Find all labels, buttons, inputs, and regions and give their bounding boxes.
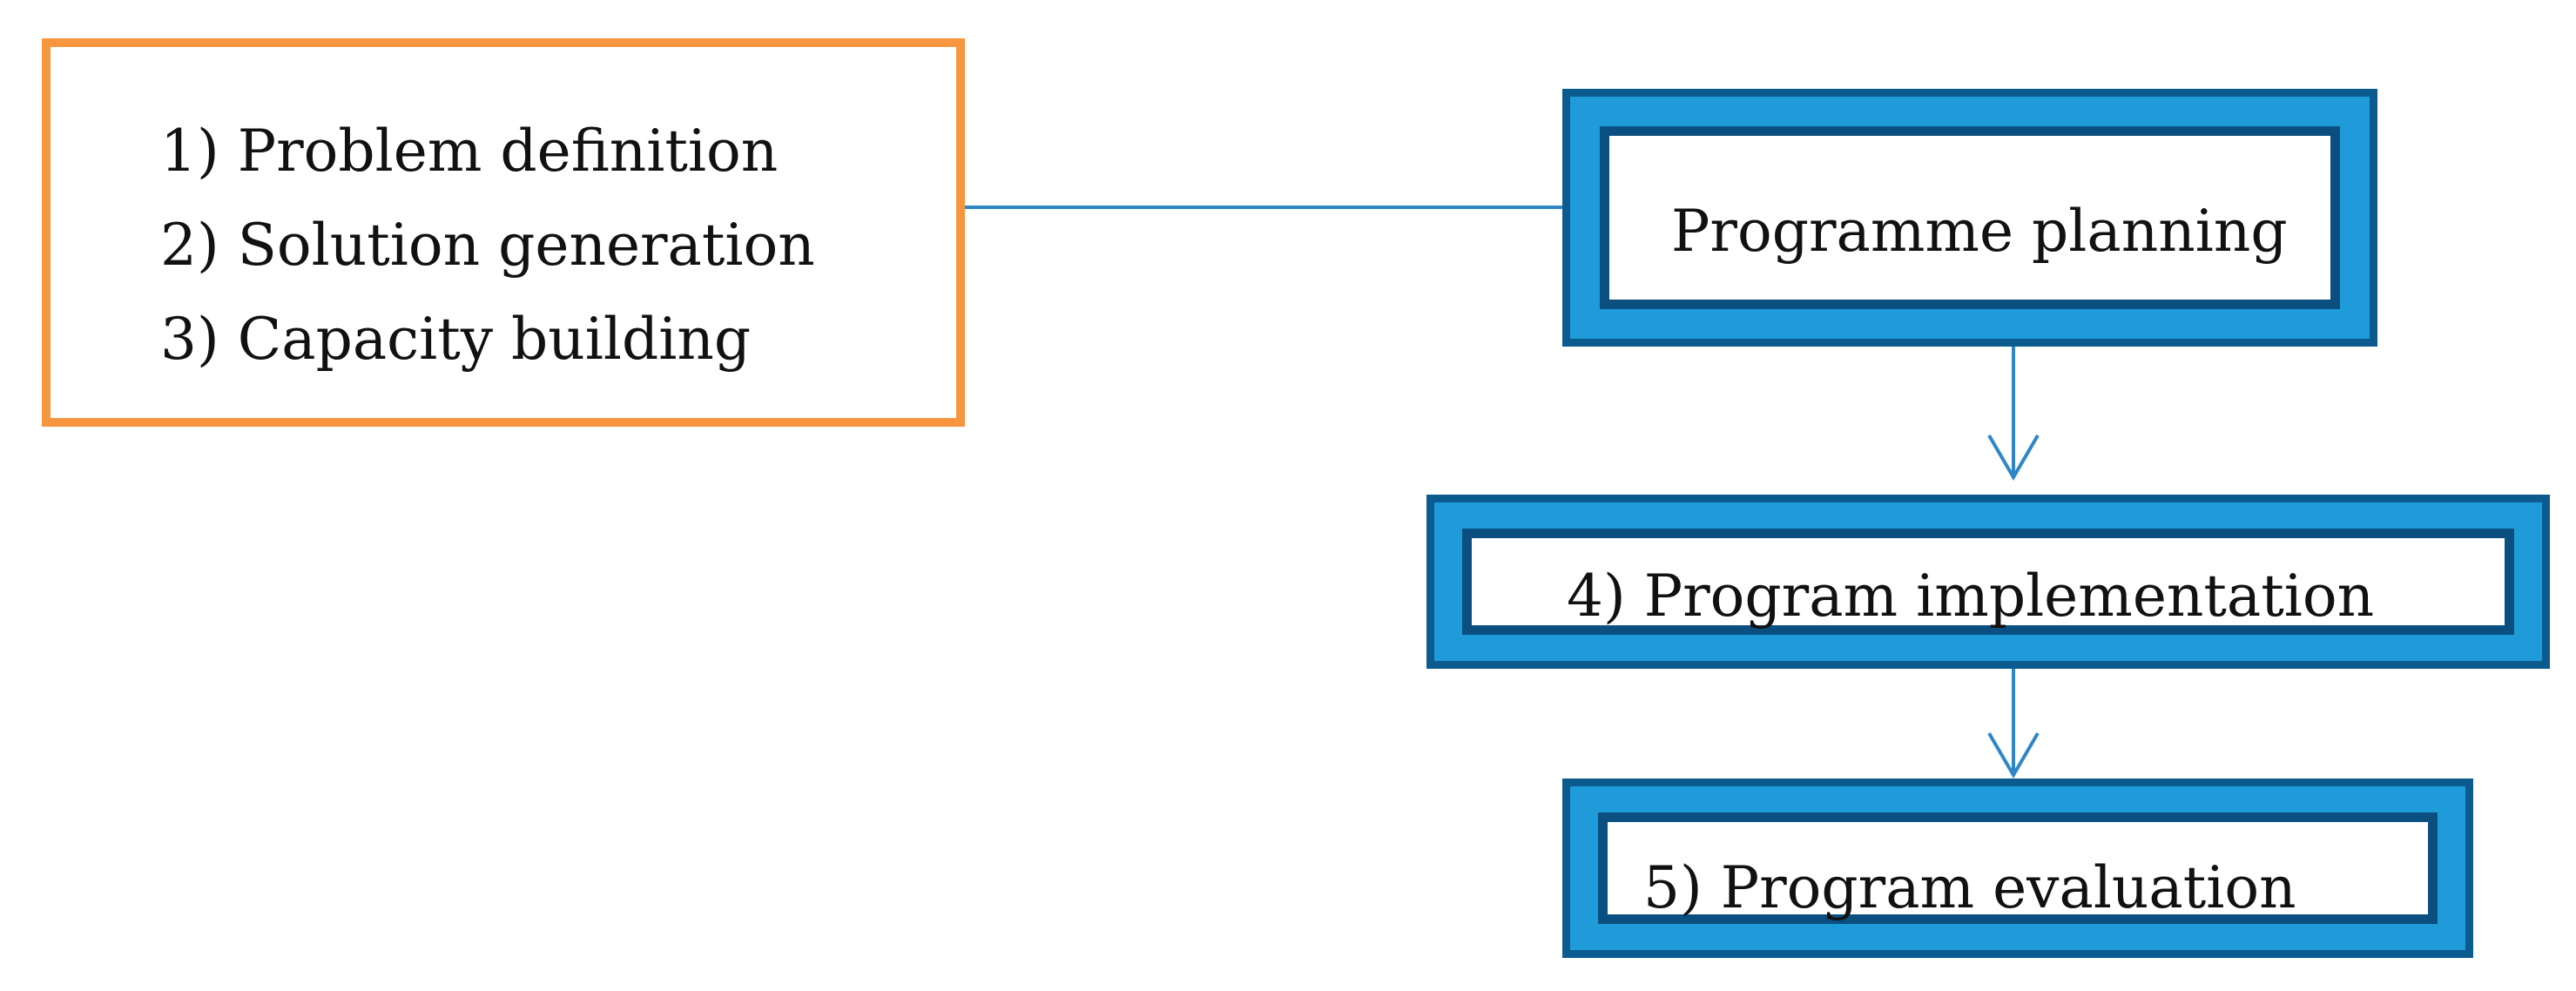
- left-box-list: 1) Problem definition 2) Solution genera…: [160, 104, 815, 387]
- arrow-head-planning-to-implementation: [1987, 434, 2040, 481]
- problem-solution-capacity-box: 1) Problem definition 2) Solution genera…: [42, 38, 965, 427]
- left-box-line-1: 1) Problem definition: [160, 118, 779, 185]
- node-program-evaluation-inner: [1598, 812, 2438, 924]
- node-program-implementation-inner: [1462, 529, 2514, 635]
- arrow-head-implementation-to-evaluation: [1987, 731, 2040, 779]
- node-programme-planning: Programme planning: [1562, 89, 2377, 347]
- left-box-line-3: 3) Capacity building: [160, 306, 752, 373]
- node-programme-planning-label: Programme planning: [1671, 198, 2288, 265]
- node-programme-planning-inner: [1600, 126, 2340, 309]
- node-program-evaluation: 5) Program evaluation: [1562, 779, 2473, 958]
- node-program-implementation: 4) Program implementation: [1426, 495, 2550, 669]
- node-program-implementation-label: 4) Program implementation: [1567, 563, 2375, 630]
- node-program-evaluation-label: 5) Program evaluation: [1643, 854, 2296, 921]
- left-box-line-2: 2) Solution generation: [160, 212, 815, 279]
